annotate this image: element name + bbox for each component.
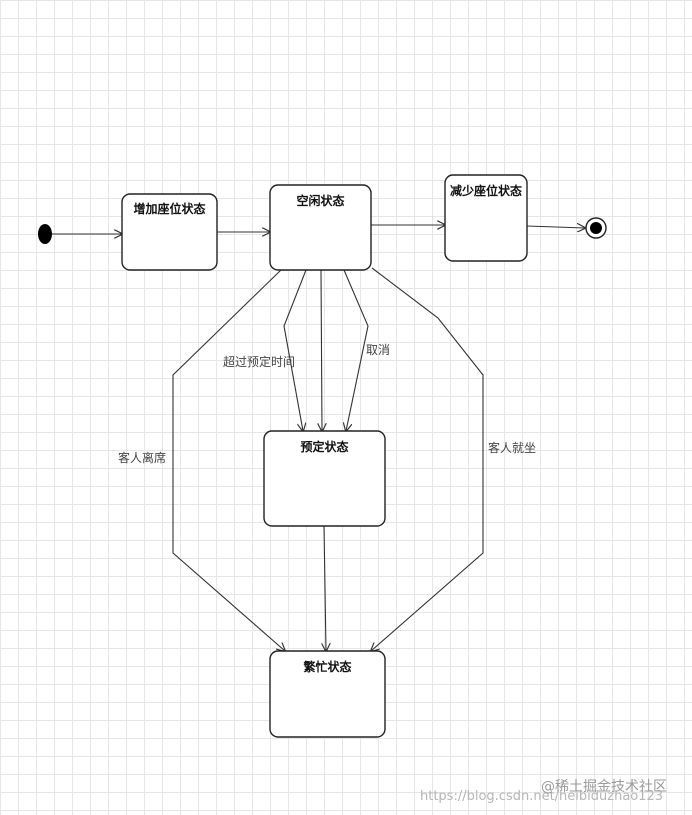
transition-label-overtime: 超过预定时间 [223, 354, 295, 369]
state-idle-label: 空闲状态 [296, 193, 344, 208]
transition-label-cancel: 取消 [366, 343, 390, 357]
state-busy-label: 繁忙状态 [303, 659, 351, 674]
edge-reserved-to-busy [324, 525, 326, 651]
state-busy: 繁忙状态 [269, 650, 386, 738]
edge-reduce-to-final [526, 226, 585, 228]
juejin-watermark: @稀土掘金技术社区 [541, 779, 667, 795]
edge-idle-to-reserved [321, 269, 322, 431]
edge-idle-to-reserved-cancel [344, 269, 369, 431]
final-state [585, 217, 607, 239]
initial-state [38, 224, 52, 244]
state-reserved: 预定状态 [263, 430, 386, 527]
state-reduce-seat-label: 减少座位状态 [450, 183, 522, 198]
edge-idle-to-reserved-overtime [283, 269, 306, 431]
edge-idle-to-busy-seated [371, 267, 484, 651]
state-reserved-label: 预定状态 [300, 439, 348, 454]
state-add-seat-label: 增加座位状态 [133, 201, 205, 216]
transition-label-guest-leave: 客人离席 [118, 450, 166, 465]
state-add-seat: 增加座位状态 [121, 193, 218, 271]
state-idle: 空闲状态 [269, 184, 372, 271]
csdn-watermark: https://blog.csdn.net/heibiduzhao123 [420, 789, 664, 804]
edge-idle-to-busy-leave [172, 269, 285, 651]
transition-label-guest-seated: 客人就坐 [488, 440, 536, 455]
state-reduce-seat: 减少座位状态 [444, 174, 528, 262]
